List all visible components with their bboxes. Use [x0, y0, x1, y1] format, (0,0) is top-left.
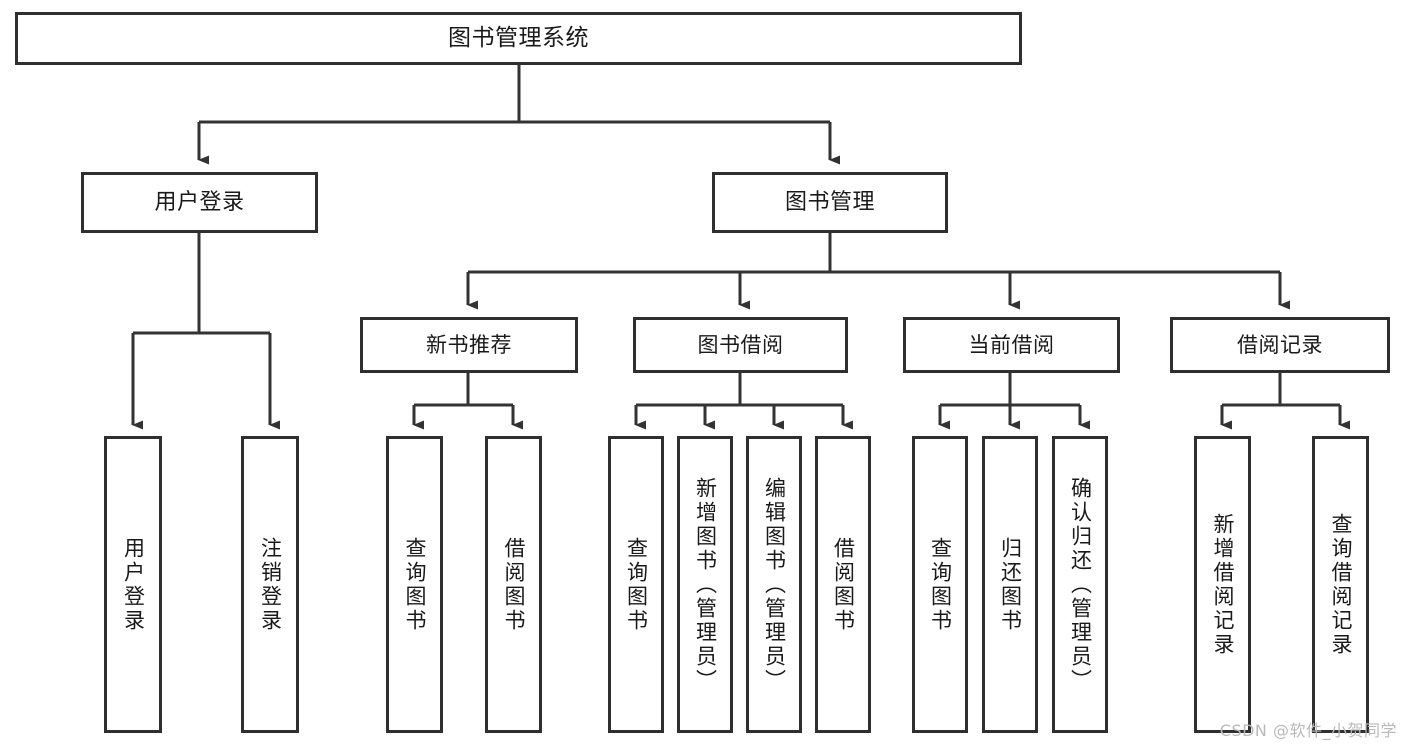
node-leaf-borrow-book-1[interactable]: 借阅图书 [485, 436, 542, 733]
node-leaf-query-record[interactable]: 查询借阅记录 [1312, 436, 1369, 733]
node-leaf-add-book[interactable]: 新增图书（管理员） [677, 436, 733, 733]
node-label: 图书管理系统 [448, 24, 589, 51]
node-book-manage[interactable]: 图书管理 [712, 172, 948, 233]
node-label: 图书借阅 [697, 332, 784, 357]
node-label: 用户登录 [154, 189, 245, 215]
node-label: 编辑图书（管理员） [762, 476, 787, 693]
node-label: 借阅图书 [502, 536, 526, 633]
node-current-borrow[interactable]: 当前借阅 [903, 317, 1120, 373]
node-user-login[interactable]: 用户登录 [81, 172, 318, 233]
node-label: 当前借阅 [968, 332, 1055, 357]
node-label: 图书管理 [784, 189, 875, 215]
node-leaf-query-book-2[interactable]: 查询图书 [608, 436, 664, 733]
watermark: CSDN @软件_小贺同学 [1219, 721, 1397, 740]
node-label: 查询图书 [403, 536, 427, 633]
node-book-borrow[interactable]: 图书借阅 [633, 317, 848, 373]
node-label: 新增图书（管理员） [693, 476, 718, 693]
node-leaf-query-book-1[interactable]: 查询图书 [386, 436, 443, 733]
node-label: 用户登录 [121, 536, 146, 633]
node-label: 注销登录 [258, 536, 283, 633]
node-leaf-borrow-book-2[interactable]: 借阅图书 [815, 436, 871, 733]
node-label: 借阅图书 [831, 536, 856, 633]
node-leaf-user-login[interactable]: 用户登录 [104, 436, 162, 733]
node-label: 新增借阅记录 [1211, 512, 1235, 657]
node-label: 归还图书 [998, 536, 1023, 633]
node-leaf-logout-login[interactable]: 注销登录 [241, 436, 299, 733]
node-label: 查询图书 [928, 536, 953, 633]
node-root-system[interactable]: 图书管理系统 [15, 12, 1022, 65]
node-leaf-add-record[interactable]: 新增借阅记录 [1194, 436, 1251, 733]
node-label: 查询借阅记录 [1329, 512, 1353, 657]
node-leaf-return-book[interactable]: 归还图书 [982, 436, 1038, 733]
node-borrow-record[interactable]: 借阅记录 [1170, 317, 1390, 373]
node-label: 借阅记录 [1237, 332, 1323, 357]
node-new-book-recommend[interactable]: 新书推荐 [360, 317, 578, 373]
node-leaf-confirm-return[interactable]: 确认归还（管理员） [1052, 436, 1108, 733]
node-label: 确认归还（管理员） [1068, 476, 1093, 693]
node-label: 新书推荐 [426, 332, 512, 357]
node-label: 查询图书 [624, 536, 649, 633]
node-leaf-edit-book[interactable]: 编辑图书（管理员） [746, 436, 802, 733]
node-leaf-query-book-3[interactable]: 查询图书 [912, 436, 968, 733]
